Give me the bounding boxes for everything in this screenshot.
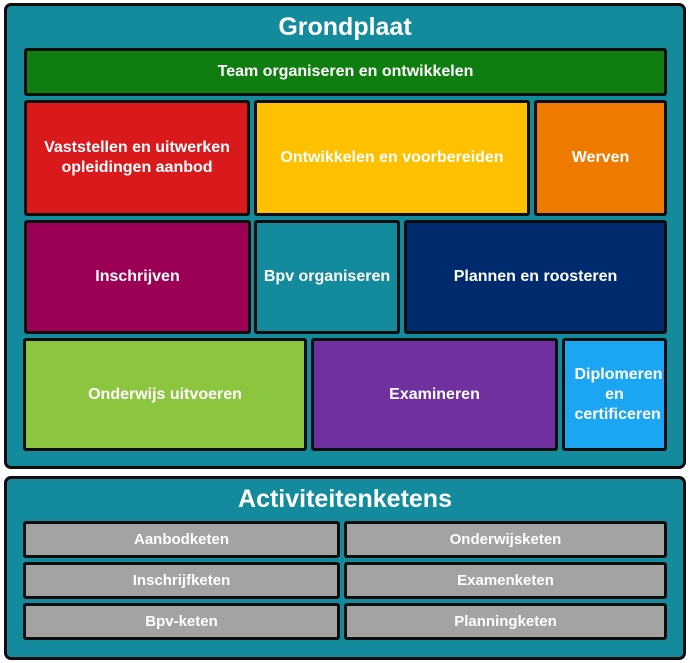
box-onderwijs-uitvoeren: Onderwijs uitvoeren bbox=[23, 338, 307, 451]
chain-planningketen: Planningketen bbox=[344, 603, 667, 640]
box-bpv-organiseren: Bpv organiseren bbox=[254, 220, 400, 334]
grondplaat-title: Grondplaat bbox=[278, 13, 412, 41]
chain-bpv-keten: Bpv-keten bbox=[23, 603, 340, 640]
chain-examenketen: Examenketen bbox=[344, 562, 667, 599]
activiteitenketens-title: Activiteitenketens bbox=[238, 485, 452, 513]
box-diplomeren-certificeren: Diplomeren en certificeren bbox=[562, 338, 667, 451]
box-plannen-roosteren: Plannen en roosteren bbox=[404, 220, 667, 334]
box-vaststellen-uitwerken: Vaststellen en uitwerken opleidingen aan… bbox=[24, 100, 250, 216]
box-examineren: Examineren bbox=[311, 338, 558, 451]
chain-aanbodketen: Aanbodketen bbox=[23, 521, 340, 558]
box-team-organiseren: Team organiseren en ontwikkelen bbox=[24, 48, 667, 96]
chain-inschrijfketen: Inschrijfketen bbox=[23, 562, 340, 599]
chain-onderwijsketen: Onderwijsketen bbox=[344, 521, 667, 558]
box-ontwikkelen-voorbereiden: Ontwikkelen en voorbereiden bbox=[254, 100, 530, 216]
box-inschrijven: Inschrijven bbox=[24, 220, 251, 334]
box-werven: Werven bbox=[534, 100, 667, 216]
